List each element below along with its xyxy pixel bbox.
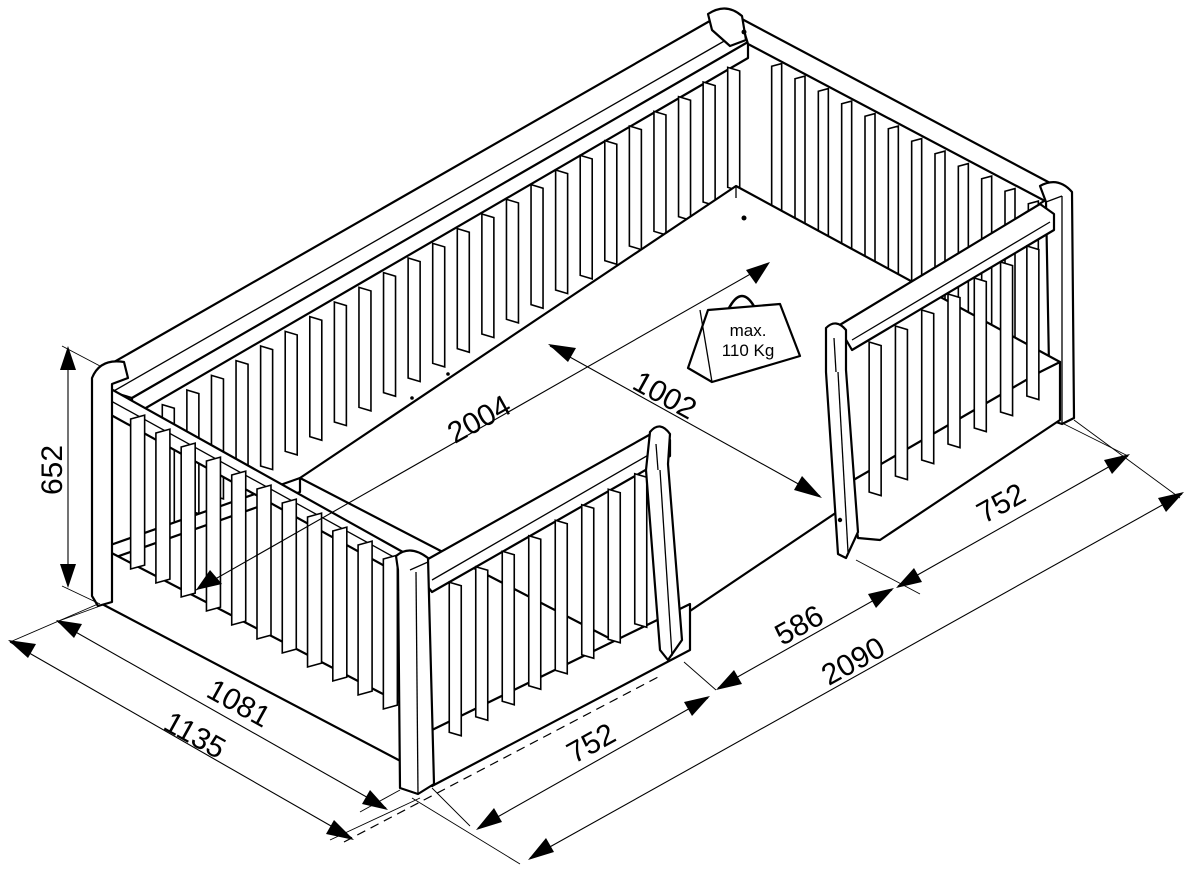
slat xyxy=(653,110,667,236)
slat xyxy=(155,428,171,585)
slat xyxy=(308,315,323,442)
slat xyxy=(448,581,463,737)
slat xyxy=(481,212,495,339)
slat xyxy=(579,154,594,280)
slat xyxy=(382,554,399,711)
dim-front-rail-label: 752 xyxy=(562,717,622,770)
slat xyxy=(332,526,348,683)
front-middle-post-left xyxy=(644,425,684,662)
slat xyxy=(868,340,882,497)
front-middle-post-right xyxy=(824,322,860,560)
slat xyxy=(580,503,595,660)
slat xyxy=(180,442,196,599)
slat xyxy=(527,534,542,691)
slat xyxy=(628,124,643,251)
slat xyxy=(306,512,323,669)
dim-back-rail-label: 752 xyxy=(972,477,1032,530)
slat xyxy=(607,488,622,644)
slat xyxy=(358,286,372,412)
slat xyxy=(357,540,373,697)
slat xyxy=(554,519,569,675)
front-corner-post xyxy=(394,549,436,796)
slat xyxy=(407,256,421,383)
front-right-guard-slats xyxy=(868,244,1040,497)
slat xyxy=(456,227,471,354)
left-back-post xyxy=(706,7,748,48)
front-left-guard-slats xyxy=(448,472,648,737)
slat xyxy=(770,62,783,218)
slat xyxy=(333,300,348,427)
slat xyxy=(129,414,146,571)
slat xyxy=(505,198,520,324)
slat xyxy=(205,456,222,613)
slat xyxy=(910,137,923,293)
slat xyxy=(259,344,274,471)
slat xyxy=(501,550,516,706)
front-right-guard-rail xyxy=(836,202,1056,352)
slat xyxy=(530,183,544,310)
dim-outer-head-width-label: 1135 xyxy=(158,706,230,766)
weight-icon: max. 110 Kg xyxy=(686,294,802,384)
slat xyxy=(920,308,935,465)
slat xyxy=(431,242,446,368)
rail-holes xyxy=(410,29,843,523)
slat xyxy=(957,162,970,318)
slat xyxy=(230,470,247,627)
slat xyxy=(603,139,618,266)
dim-height-label: 652 xyxy=(36,445,69,495)
slat xyxy=(284,330,299,456)
slat xyxy=(474,565,489,722)
slat xyxy=(256,484,272,641)
left-front-post xyxy=(90,360,130,608)
slat xyxy=(894,324,909,481)
slat xyxy=(726,66,741,192)
slat xyxy=(1026,244,1040,401)
dim-opening-label: 586 xyxy=(770,599,830,652)
slat xyxy=(677,95,692,222)
slat xyxy=(817,87,830,243)
slat xyxy=(281,498,298,655)
slat xyxy=(864,112,876,268)
dim-outer-length-label: 2090 xyxy=(816,631,890,692)
weight-label-value: 110 Kg xyxy=(722,341,775,360)
dimension-height: 652 xyxy=(36,345,101,605)
slat xyxy=(840,100,853,255)
slat xyxy=(382,271,397,398)
slat xyxy=(794,75,806,230)
slat xyxy=(702,80,716,207)
weight-label-max: max. xyxy=(730,321,767,340)
slat xyxy=(633,472,648,629)
slat xyxy=(973,276,988,433)
slat xyxy=(999,260,1014,417)
slat xyxy=(554,168,569,295)
slat xyxy=(947,292,961,449)
slat xyxy=(887,125,900,280)
